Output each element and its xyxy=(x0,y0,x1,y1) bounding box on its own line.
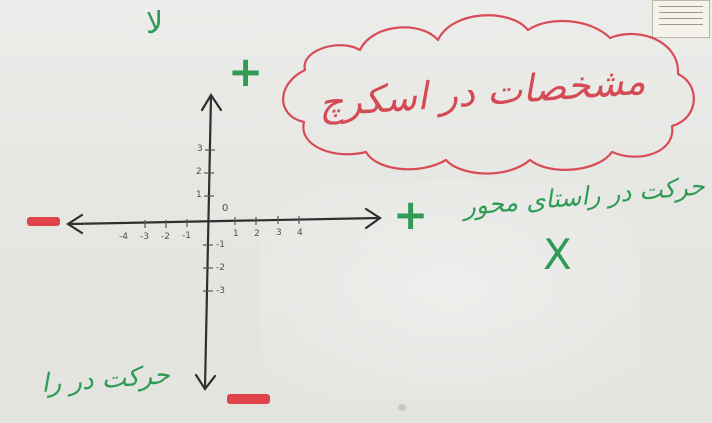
tick-label: 3 xyxy=(276,228,282,238)
axis-tick-marks xyxy=(144,149,300,292)
tick-label: -4 xyxy=(119,232,128,242)
tick-label: 1 xyxy=(233,229,239,239)
paper-note xyxy=(652,0,710,38)
tick-label: -1 xyxy=(182,231,191,241)
tick-label: -1 xyxy=(216,240,225,250)
tick-label: 2 xyxy=(196,167,202,177)
corner-mark: لا xyxy=(146,6,164,41)
tick-label: -2 xyxy=(161,232,170,242)
y-axis-line xyxy=(203,94,213,390)
positive-y-sign: + xyxy=(228,47,264,96)
tick-label: 2 xyxy=(254,229,260,239)
tick-label: 1 xyxy=(196,190,202,200)
origin-label: 0 xyxy=(222,203,229,214)
y-axis-top-arrow xyxy=(200,92,223,112)
x-axis-letter: X xyxy=(543,230,572,279)
negative-y-sign xyxy=(227,394,270,404)
x-axis-left-arrow xyxy=(65,213,84,235)
negative-x-sign xyxy=(27,217,60,226)
board-smudge xyxy=(398,404,406,411)
x-axis-line xyxy=(67,216,381,226)
tick-label: -3 xyxy=(140,232,149,242)
x-axis-right-arrow xyxy=(364,207,382,230)
y-axis-bottom-arrow xyxy=(194,373,217,391)
tick-label: 4 xyxy=(297,228,303,238)
positive-x-sign: + xyxy=(393,190,429,239)
tick-label: 3 xyxy=(197,144,203,154)
tick-label: -2 xyxy=(216,263,225,273)
tick-label: -3 xyxy=(216,286,225,296)
